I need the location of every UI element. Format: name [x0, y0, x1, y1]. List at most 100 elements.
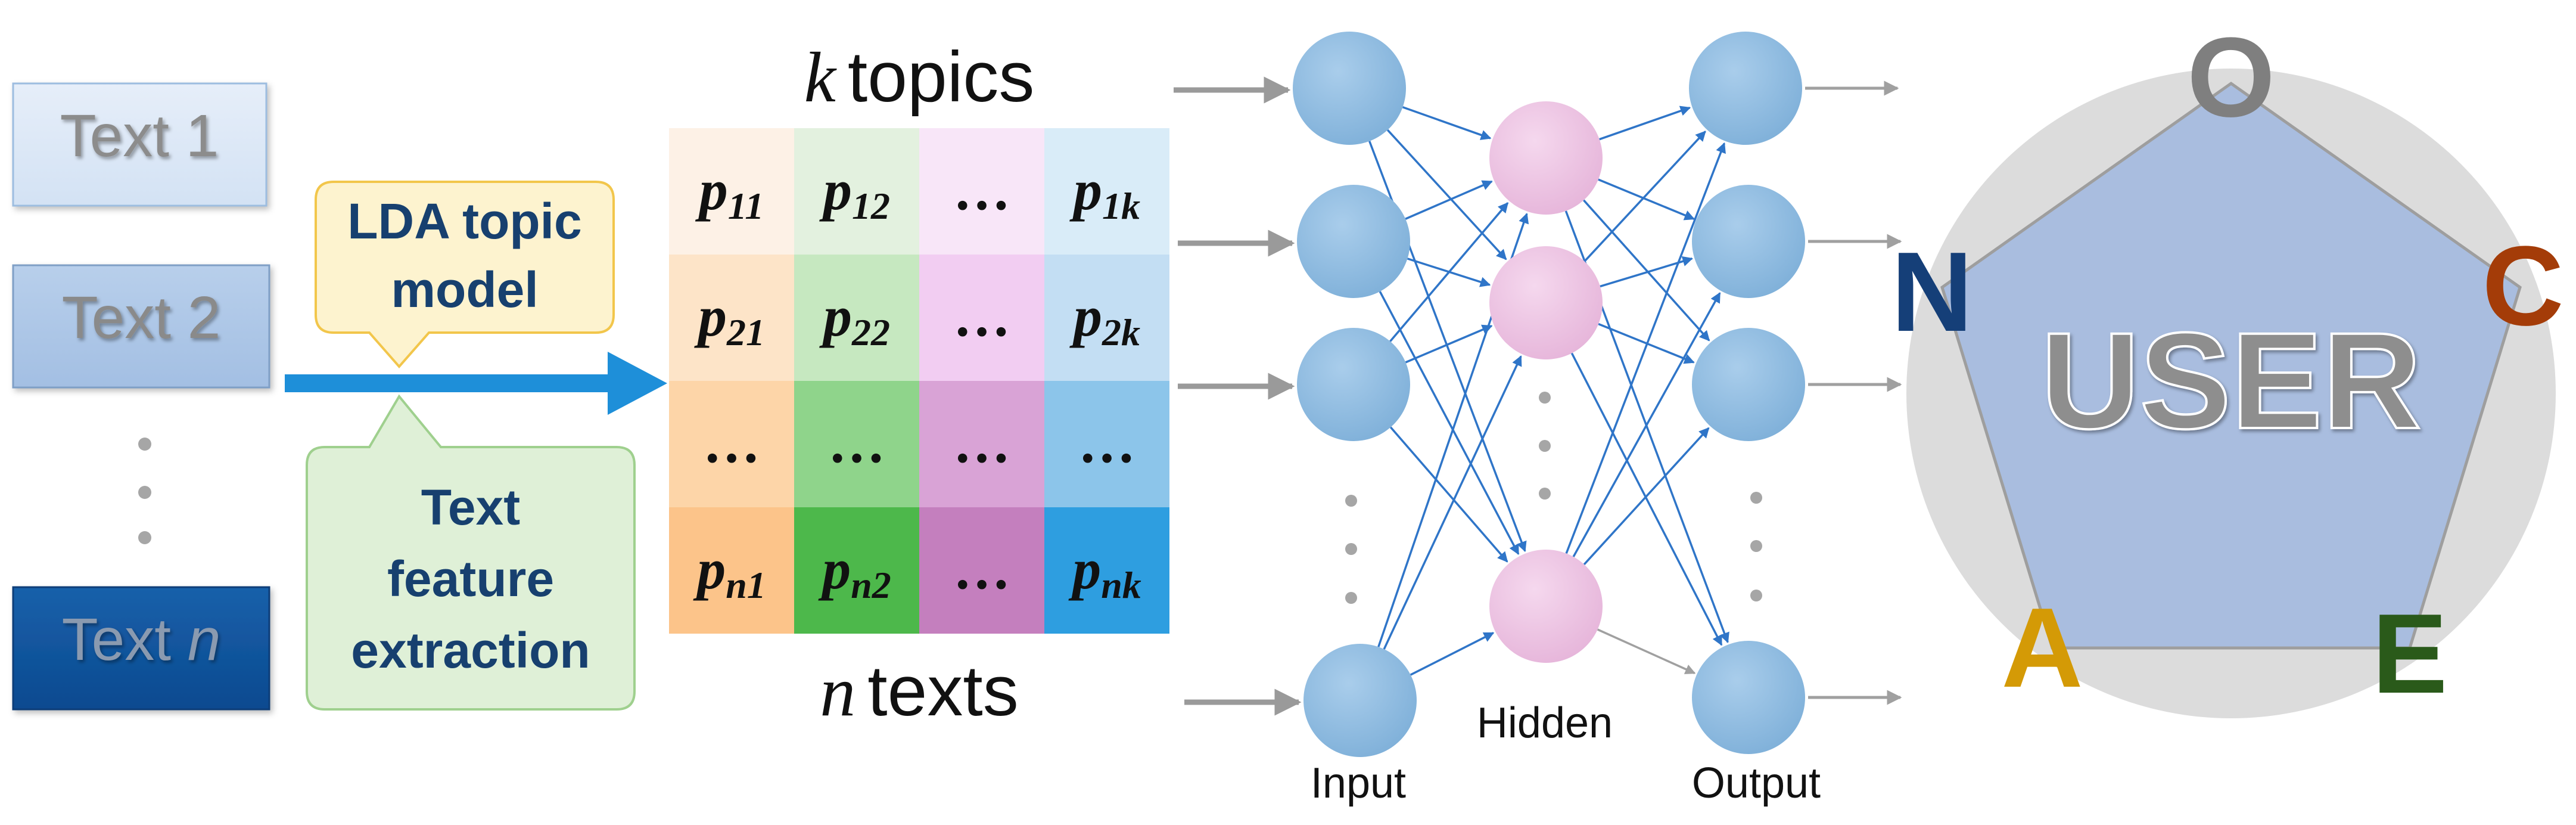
output-vertical-ellipsis [1750, 492, 1762, 601]
lda-topic-model-callout: LDA topic model [315, 181, 615, 369]
matrix-cell-label: … [703, 411, 760, 474]
input-hidden-edge [1383, 355, 1522, 650]
feature-label-line1: Text [421, 479, 520, 535]
input-node [1297, 185, 1410, 298]
matrix-cell-label: p2k [1069, 284, 1140, 353]
input-hidden-edge [1389, 426, 1508, 563]
matrix-cell [1044, 128, 1169, 255]
matrix-cell [1044, 507, 1169, 634]
hidden-output-edge [1572, 292, 1721, 557]
matrix-cell-label: … [953, 537, 1010, 601]
trait-c: C [2482, 223, 2563, 349]
user-pentagon [1940, 81, 2522, 650]
input-hidden-edge [1410, 632, 1495, 676]
input-node [1293, 32, 1406, 145]
hidden-output-edge [1583, 427, 1710, 566]
hidden-output-edge [1598, 322, 1695, 364]
neural-network: Input Hidden Output [1174, 32, 1902, 807]
output-node [1692, 641, 1805, 754]
feature-label-line2: feature [387, 551, 554, 607]
matrix-cell [669, 128, 794, 255]
matrix-cell-label: … [953, 158, 1010, 222]
matrix-cell [794, 381, 919, 507]
output-layer-label: Output [1692, 759, 1821, 807]
hidden-output-edge [1570, 352, 1723, 646]
hidden-layer-label: Hidden [1477, 699, 1613, 747]
matrix-cell [669, 507, 794, 634]
output-node [1689, 32, 1802, 145]
matrix-cell [794, 507, 919, 634]
input-vertical-ellipsis [1345, 495, 1357, 604]
hidden-output-edge [1600, 256, 1693, 288]
output-node [1692, 185, 1805, 298]
matrix-cell [919, 255, 1044, 381]
hidden-node [1489, 246, 1603, 359]
matrix-cell [919, 507, 1044, 634]
text-box-n-label: Text n [62, 606, 221, 673]
user-label: USER [2040, 304, 2421, 457]
matrix-cell-label: pn2 [818, 537, 891, 606]
personality-pentagon: USER O C E A N [1891, 14, 2564, 718]
matrix-cell [1044, 381, 1169, 507]
feature-label-line3: extraction [351, 622, 590, 678]
matrix-cell-label: p1k [1069, 158, 1140, 227]
text-box-2 [12, 264, 270, 389]
input-hidden-edge [1379, 291, 1520, 555]
trait-n: N [1891, 229, 1973, 355]
matrix-cell-label: p22 [819, 284, 890, 353]
matrix-cell [794, 128, 919, 255]
hidden-output-edge [1598, 178, 1695, 221]
input-hidden-edge [1402, 106, 1492, 140]
vertical-ellipsis-texts [138, 438, 151, 544]
main-flow-arrow [285, 352, 667, 415]
matrix-cell-label: … [828, 411, 885, 474]
hidden-output-edge [1583, 131, 1706, 262]
matrix-cell-label: pn1 [693, 537, 766, 606]
matrix-cell-label: pnk [1068, 537, 1141, 606]
matrix-cell [669, 255, 794, 381]
matrix-cell-label: … [953, 284, 1010, 348]
network-edges [1368, 106, 1729, 676]
text-box-1 [12, 82, 267, 207]
hidden-node [1489, 550, 1603, 663]
network-nodes [1293, 32, 1805, 757]
matrix-cell [919, 128, 1044, 255]
input-hidden-edge [1405, 324, 1493, 364]
matrix-cell-label: … [1078, 411, 1135, 474]
matrix-cell [919, 381, 1044, 507]
input-node [1297, 328, 1410, 441]
input-hidden-edge [1386, 129, 1507, 260]
trait-e: E [2372, 591, 2448, 717]
lda-label-line2: model [391, 262, 538, 318]
hidden-output-edge [1599, 106, 1691, 141]
matrix-cells: p11 p12 … p1k p21 p22 … p2k … … … … pn1 pn2 … pnk [669, 128, 1169, 634]
text-list: Text 1 Text 2 Text n [12, 82, 270, 711]
hidden-output-edge [1565, 142, 1726, 554]
matrix-cell-label: p11 [695, 158, 764, 227]
output-node [1692, 328, 1805, 441]
matrix-cell-label: … [953, 411, 1010, 474]
input-layer-label: Input [1311, 759, 1406, 807]
trait-a: A [2001, 585, 2083, 711]
network-io-arrows [1174, 76, 1902, 716]
text-box-n [12, 586, 270, 711]
hidden-output-edge [1597, 628, 1696, 674]
hidden-node [1489, 101, 1603, 215]
matrix-cell [1044, 255, 1169, 381]
matrix-cell-label: p21 [694, 284, 765, 353]
hidden-output-edge [1583, 199, 1710, 342]
text-box-2-label: Text 2 [62, 284, 221, 351]
hidden-vertical-ellipsis [1539, 392, 1551, 500]
input-hidden-edge [1405, 180, 1493, 220]
text-box-1-label: Text 1 [60, 103, 219, 169]
lda-label-line1: LDA topic [347, 193, 582, 249]
matrix-cell [794, 255, 919, 381]
matrix-cell-label: p12 [819, 158, 890, 227]
trait-o: O [2187, 14, 2275, 141]
input-hidden-edge [1389, 202, 1509, 342]
text-feature-extraction-callout: Text feature extraction [306, 394, 636, 711]
